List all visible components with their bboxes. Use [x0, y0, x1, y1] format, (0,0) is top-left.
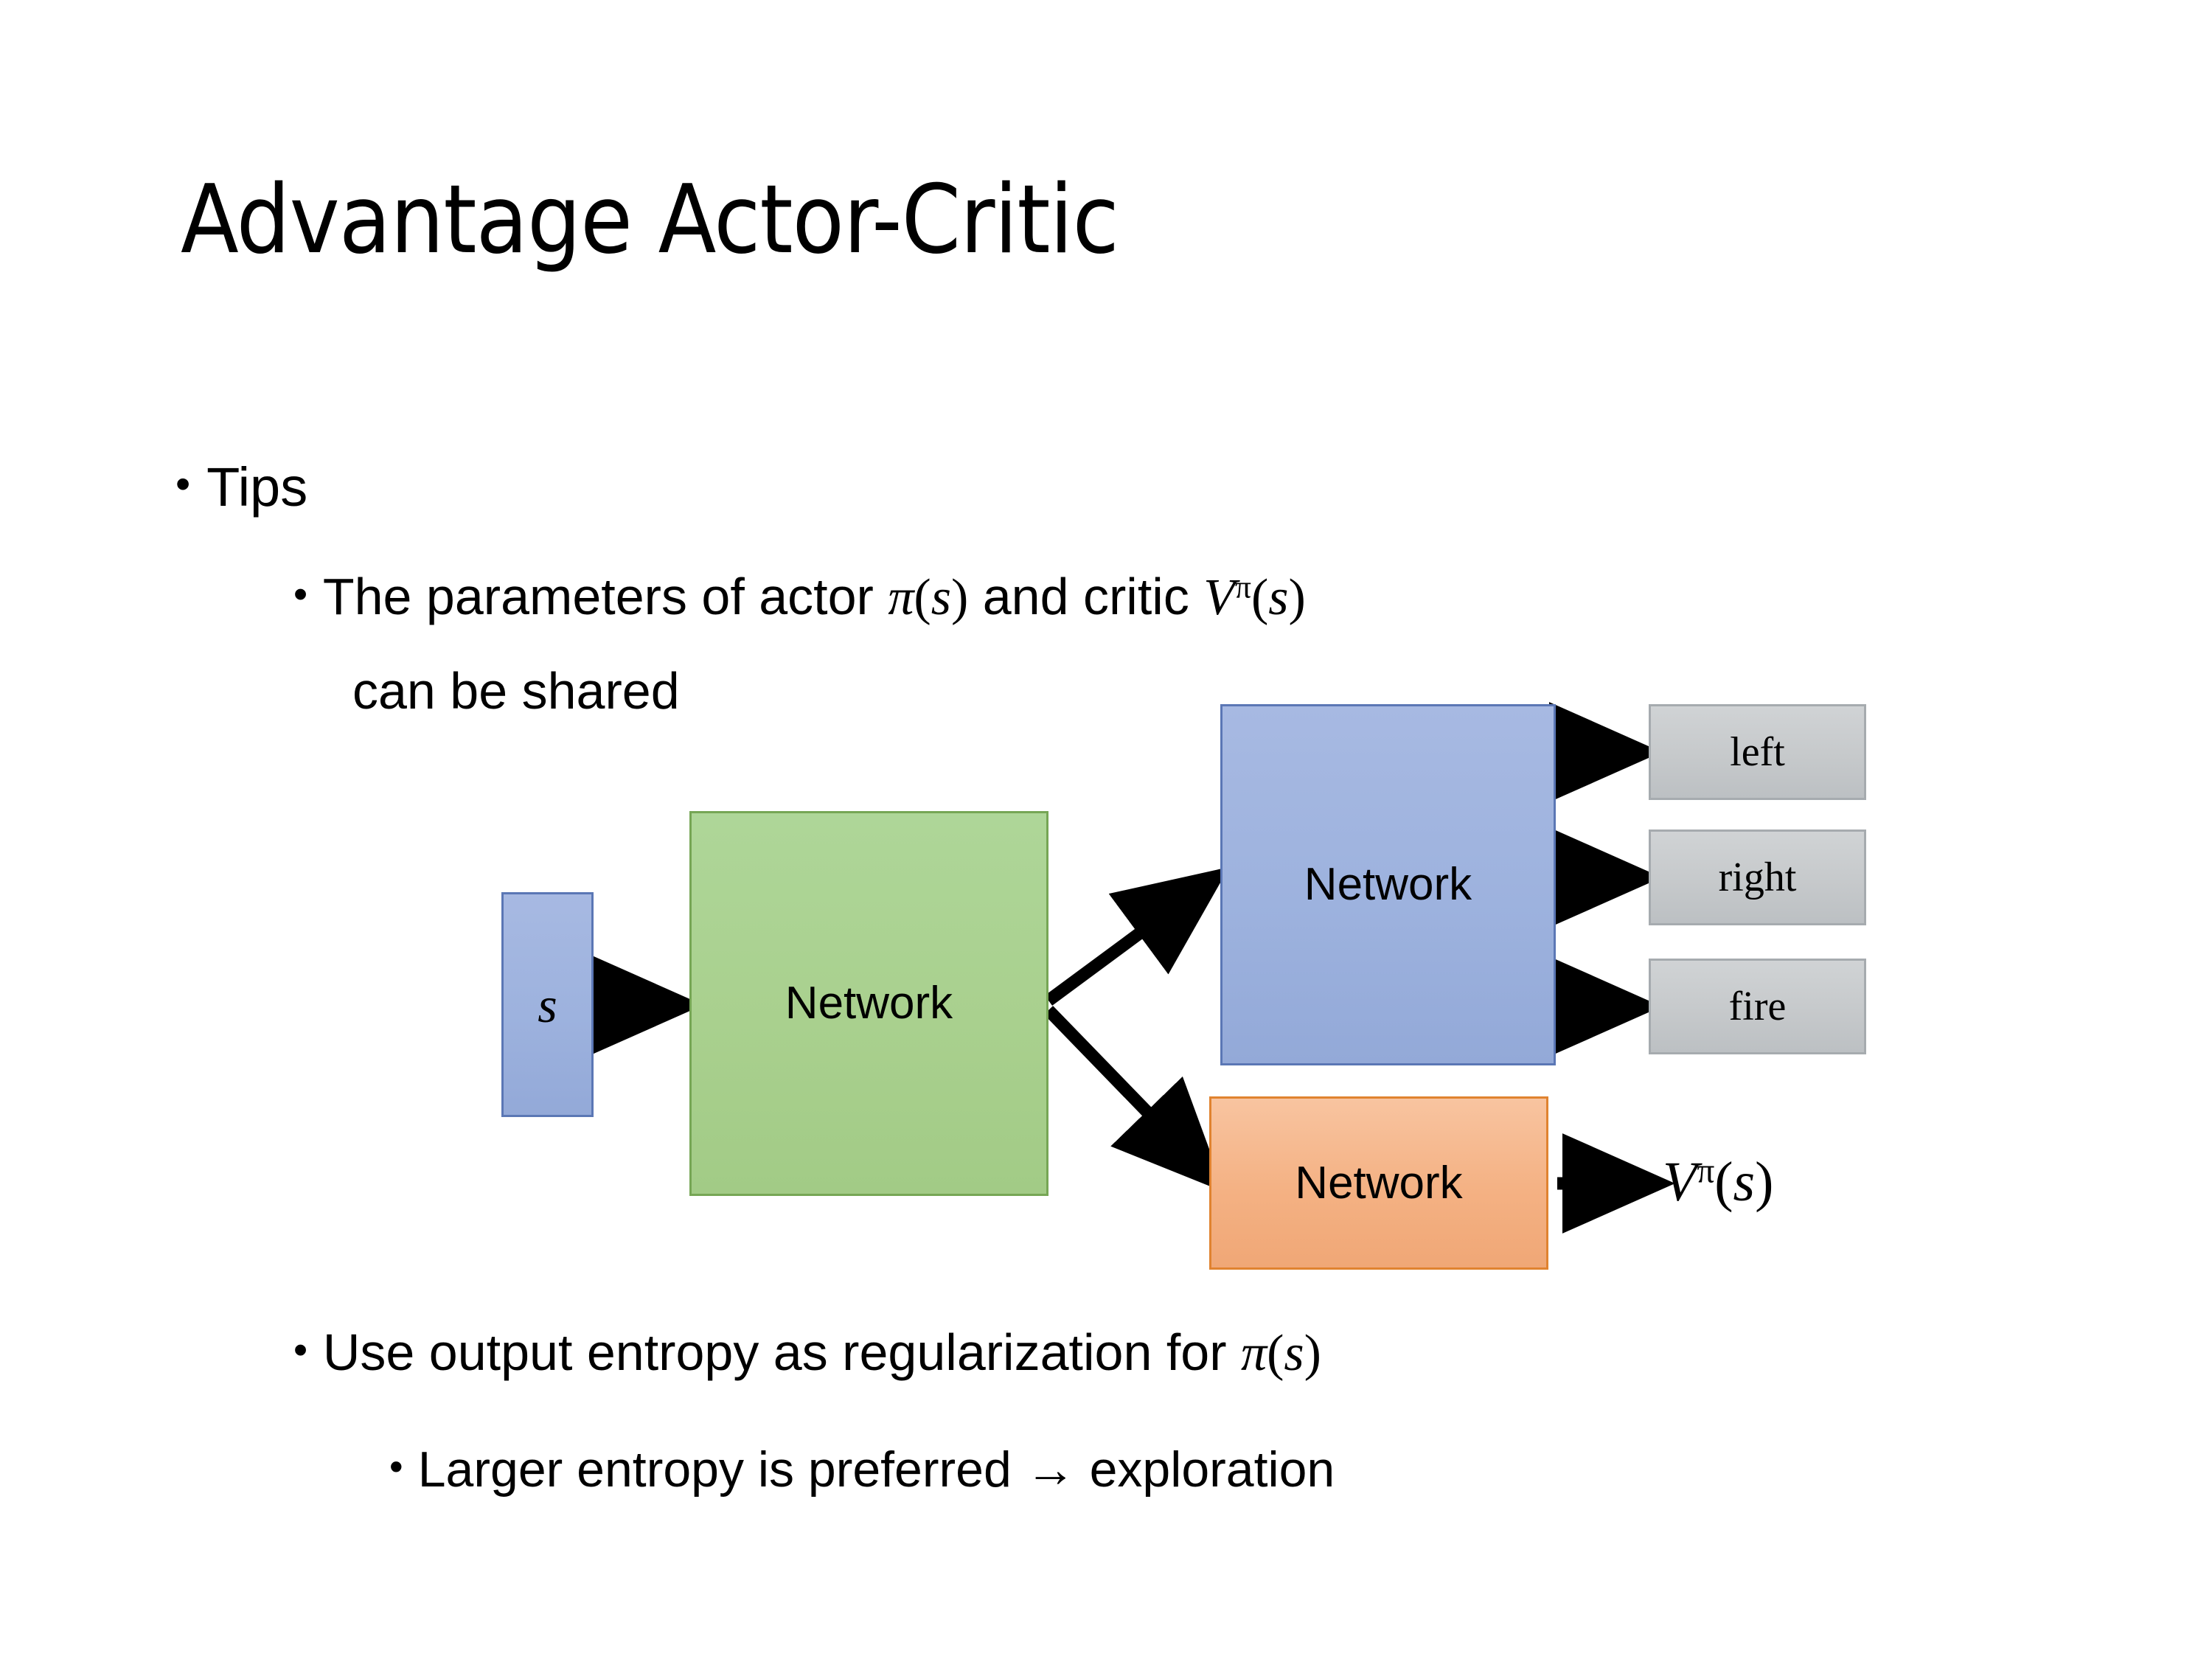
math-V-superscript-pi: π — [1697, 1152, 1715, 1191]
math-s: s — [931, 569, 951, 626]
text-the-parameters-of-actor: The parameters of actor — [322, 568, 888, 625]
node-critic-network: Network — [1209, 1096, 1548, 1270]
text-and-critic: and critic — [968, 568, 1204, 625]
math-pi: π — [1241, 1325, 1267, 1382]
bullet-marker-icon: • — [389, 1445, 403, 1489]
node-state-label: s — [538, 976, 557, 1033]
math-paren-close: ) — [950, 569, 969, 626]
node-actor-network-label: Network — [1304, 859, 1472, 910]
math-paren-close: ) — [1304, 1325, 1321, 1382]
node-shared-network-label: Network — [785, 978, 953, 1029]
math-paren-open: ( — [1267, 1325, 1284, 1382]
math-V: V — [1203, 569, 1236, 626]
node-shared-network: Network — [689, 811, 1048, 1196]
math-V-paren-close: ) — [1288, 569, 1306, 626]
bullet-entropy-regularization: • Use output entropy as regularization f… — [293, 1324, 1321, 1382]
bullet-tips-label: Tips — [206, 456, 308, 518]
math-V-paren-close: ) — [1755, 1151, 1774, 1213]
math-V-s: s — [1268, 569, 1289, 626]
node-action-left-label: left — [1730, 729, 1785, 775]
node-actor-network: Network — [1220, 704, 1556, 1065]
node-state-input: s — [501, 892, 594, 1117]
arrow-shared-to-critic — [1043, 1006, 1225, 1193]
bullet-marker-icon: • — [175, 461, 191, 509]
bullet-tips: • Tips — [175, 456, 308, 518]
node-action-right-label: right — [1718, 855, 1797, 900]
bullet-larger-entropy: • Larger entropy is preferred → explorat… — [389, 1441, 1335, 1498]
node-action-left: left — [1649, 704, 1866, 800]
node-action-right: right — [1649, 830, 1866, 925]
node-action-fire-label: fire — [1728, 984, 1787, 1029]
label-value-function-output: Vπ(s) — [1663, 1150, 1773, 1214]
math-V-superscript-pi: π — [1235, 569, 1251, 605]
bullet-marker-icon: • — [293, 571, 308, 616]
math-V-s: s — [1733, 1151, 1756, 1213]
page-title: Advantage Actor-Critic — [181, 165, 1119, 275]
arrow-shared-to-actor — [1044, 866, 1230, 1006]
math-s: s — [1284, 1325, 1304, 1382]
math-V: V — [1663, 1151, 1697, 1213]
node-critic-network-label: Network — [1295, 1157, 1463, 1208]
node-action-fire: fire — [1649, 959, 1866, 1054]
bullet-entropy-regularization-text: Use output entropy as regularization for… — [323, 1324, 1321, 1382]
bullet-shared-parameters-text: The parameters of actor π(s) and critic … — [323, 568, 1306, 627]
bullet-marker-icon: • — [293, 1326, 308, 1372]
bullet-shared-parameters-line2: can be shared — [352, 662, 680, 720]
bullet-larger-entropy-label: Larger entropy is preferred → exploratio… — [417, 1441, 1335, 1498]
math-V-paren-open: ( — [1251, 569, 1269, 626]
math-V-paren-open: ( — [1714, 1151, 1733, 1213]
math-pi: π — [888, 569, 914, 626]
text-use-output-entropy: Use output entropy as regularization for — [322, 1324, 1241, 1381]
bullet-shared-parameters: • The parameters of actor π(s) and criti… — [293, 568, 1306, 627]
math-paren-open: ( — [914, 569, 931, 626]
